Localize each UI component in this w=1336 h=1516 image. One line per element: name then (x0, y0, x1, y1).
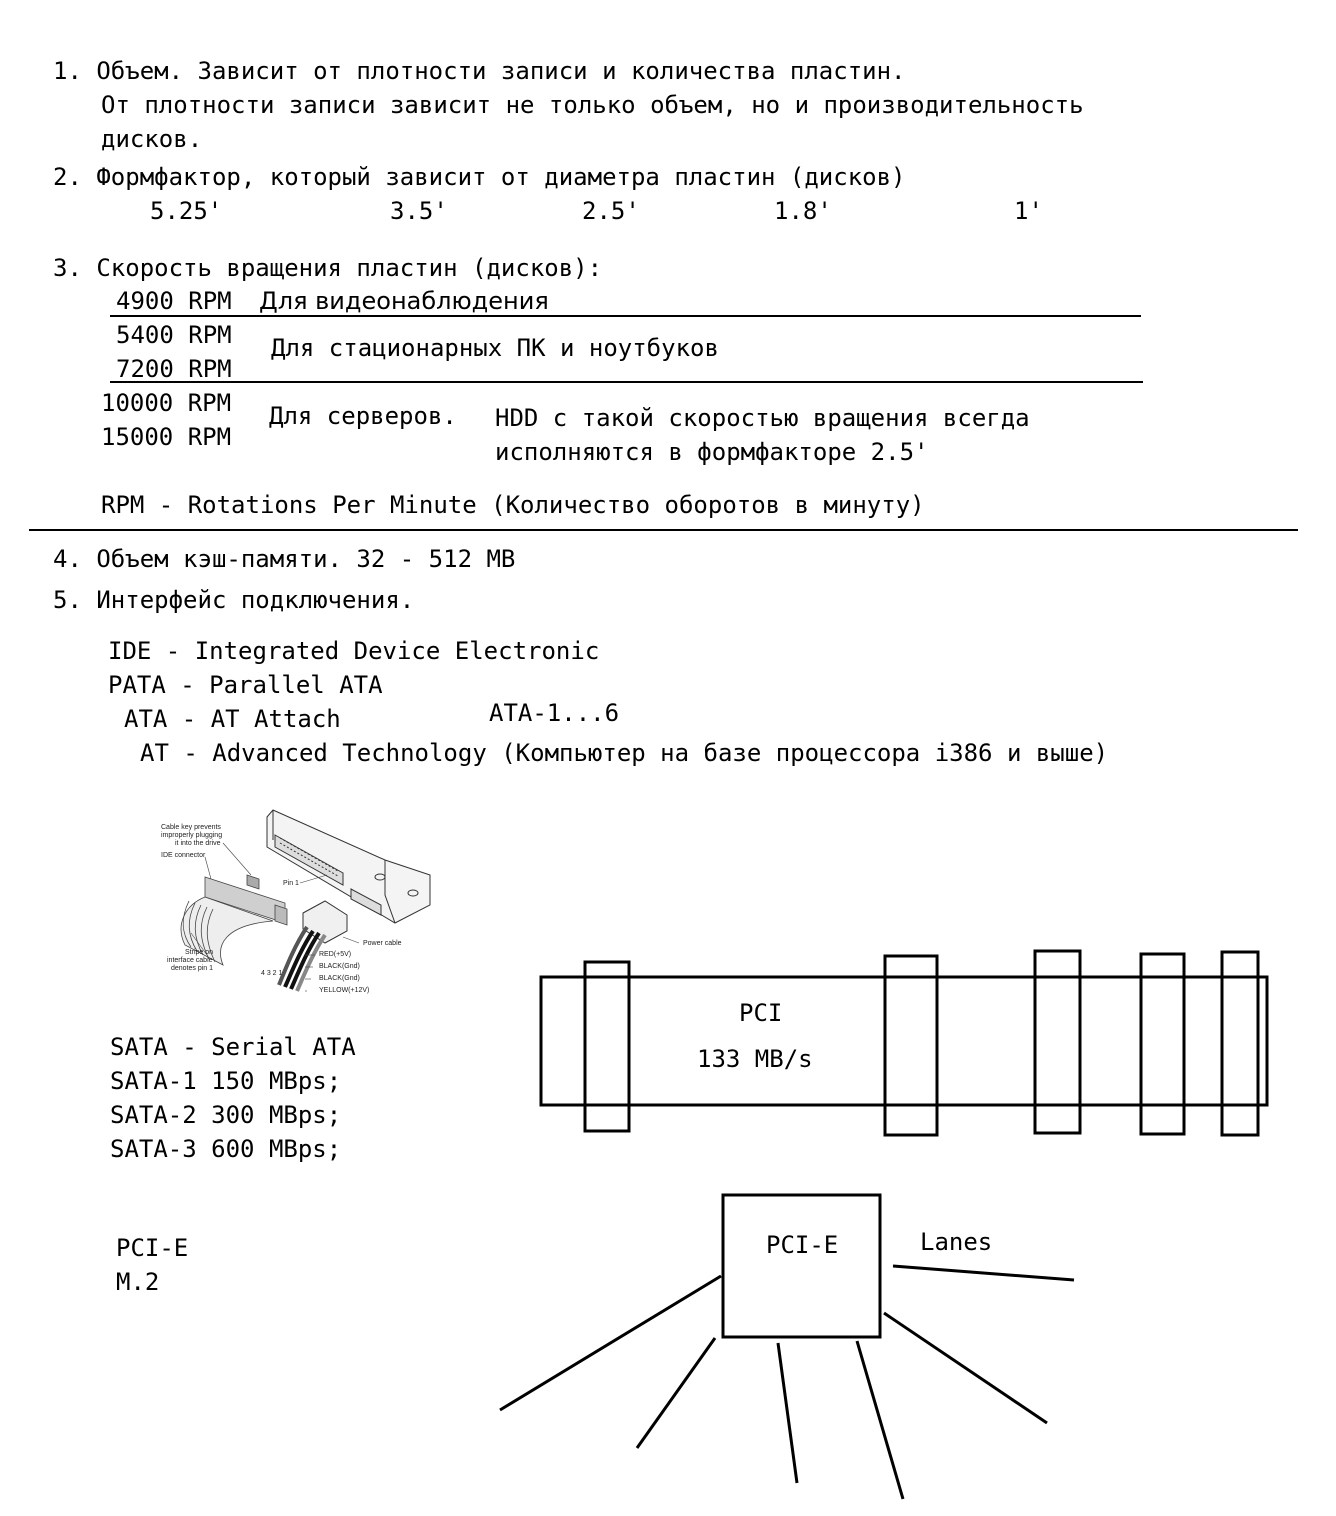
formfactor-size: 5.25' (150, 197, 223, 225)
hard-drive-shape (266, 809, 431, 924)
item1-line1: 1. Объем. Зависит от плотности записи и … (53, 57, 906, 85)
lane-line (892, 1264, 1075, 1282)
item4-cache: 4. Объем кэш-памяти. 32 - 512 MB (53, 545, 516, 573)
item2-line1: 2. Формфактор, который зависит от диамет… (53, 163, 906, 191)
formfactor-size: 2.5' (582, 197, 640, 225)
m2-label: M.2 (116, 1268, 160, 1296)
item5-heading: 5. Интерфейс подключения. (53, 586, 415, 614)
sata1-speed: SATA-1 150 MBps; (110, 1067, 342, 1095)
formfactor-size: 3.5' (390, 197, 448, 225)
label-stripe-2: interface cable (167, 957, 213, 964)
label-servers: Для серверов. (269, 402, 457, 430)
label-black1: BLACK(Gnd) (319, 963, 360, 970)
pcie-label: PCI-E (116, 1234, 189, 1262)
label-yellow: YELLOW(+12V) (319, 987, 369, 994)
pci-speed: 133 MB/s (697, 1045, 813, 1073)
lane-line (776, 1342, 799, 1484)
pci-bus-diagram (539, 949, 1269, 1137)
item1-line2: От плотности записи зависит не только об… (101, 91, 1084, 119)
label-pins: 4 3 2 1 (261, 970, 283, 977)
pcie-controller-box (721, 1193, 882, 1339)
rpm-definition: RPM - Rotations Per Minute (Количество о… (101, 491, 925, 519)
lanes-label: Lanes (920, 1228, 993, 1256)
pci-title: PCI (739, 999, 783, 1027)
pci-slot (583, 960, 631, 1133)
label-cable-key-3: it into the drive (175, 840, 221, 847)
pci-slot (1220, 950, 1260, 1137)
rpm-5400: 5400 RPM (116, 321, 232, 349)
label-cable-key-1: Cable key prevents (161, 824, 221, 831)
pci-slot (1139, 952, 1186, 1136)
label-ide-connector: IDE connector (161, 852, 206, 859)
item3-heading: 3. Скорость вращения пластин (дисков): (53, 254, 603, 282)
formfactor-size: 1' (1014, 197, 1043, 225)
pci-slot (883, 954, 939, 1137)
server-note-line2: исполняются в формфакторе 2.5' (495, 438, 929, 466)
sata-definition: SATA - Serial ATA (110, 1033, 356, 1061)
label-power-cable: Power cable (363, 940, 402, 947)
pcie-diagram-title: PCI-E (766, 1231, 839, 1259)
pcie-lanes-diagram (499, 1193, 1075, 1500)
label-red: RED(+5V) (319, 951, 351, 958)
server-note-line1: HDD с такой скоростью вращения всегда (495, 404, 1030, 432)
sata3-speed: SATA-3 600 MBps; (110, 1135, 342, 1163)
at-definition: AT - Advanced Technology (Компьютер на б… (140, 739, 1109, 767)
lane-line (883, 1311, 1048, 1425)
label-video: Для видеонаблюдения (259, 287, 549, 315)
rpm-7200: 7200 RPM (116, 355, 232, 383)
item1-line3: дисков. (101, 125, 203, 153)
lane-line (499, 1274, 722, 1412)
ide-definition: IDE - Integrated Device Electronic (108, 637, 600, 665)
ata-versions: ATA-1...6 (489, 699, 620, 727)
formfactor-size: 1.8' (774, 197, 832, 225)
ide-connector-illustration: Cable key prevents improperly plugging i… (161, 809, 431, 994)
label-stripe-1: Stripe on (185, 949, 213, 956)
divider (110, 315, 1141, 317)
rpm-10000: 10000 RPM (101, 389, 232, 417)
pci-slot (1033, 949, 1082, 1135)
section-divider (29, 529, 1298, 531)
ribbon-cable-shape (180, 874, 288, 966)
label-cable-key-2: improperly plugging (161, 832, 222, 839)
label-desktop: Для стационарных ПК и ноутбуков (271, 334, 719, 362)
power-connector-shape (277, 900, 348, 992)
divider (110, 381, 1143, 383)
label-black2: BLACK(Gnd) (319, 975, 360, 982)
label-pin1: Pin 1 (283, 880, 299, 887)
lane-line (635, 1337, 717, 1449)
pci-bus-bar (539, 975, 1269, 1107)
rpm-4900: 4900 RPM (116, 287, 232, 315)
rpm-15000: 15000 RPM (101, 423, 232, 451)
label-stripe-3: denotes pin 1 (171, 965, 213, 972)
ata-definition: ATA - AT Attach (124, 705, 341, 733)
sata2-speed: SATA-2 300 MBps; (110, 1101, 342, 1129)
lane-line (855, 1340, 905, 1500)
pata-definition: PATA - Parallel ATA (108, 671, 383, 699)
